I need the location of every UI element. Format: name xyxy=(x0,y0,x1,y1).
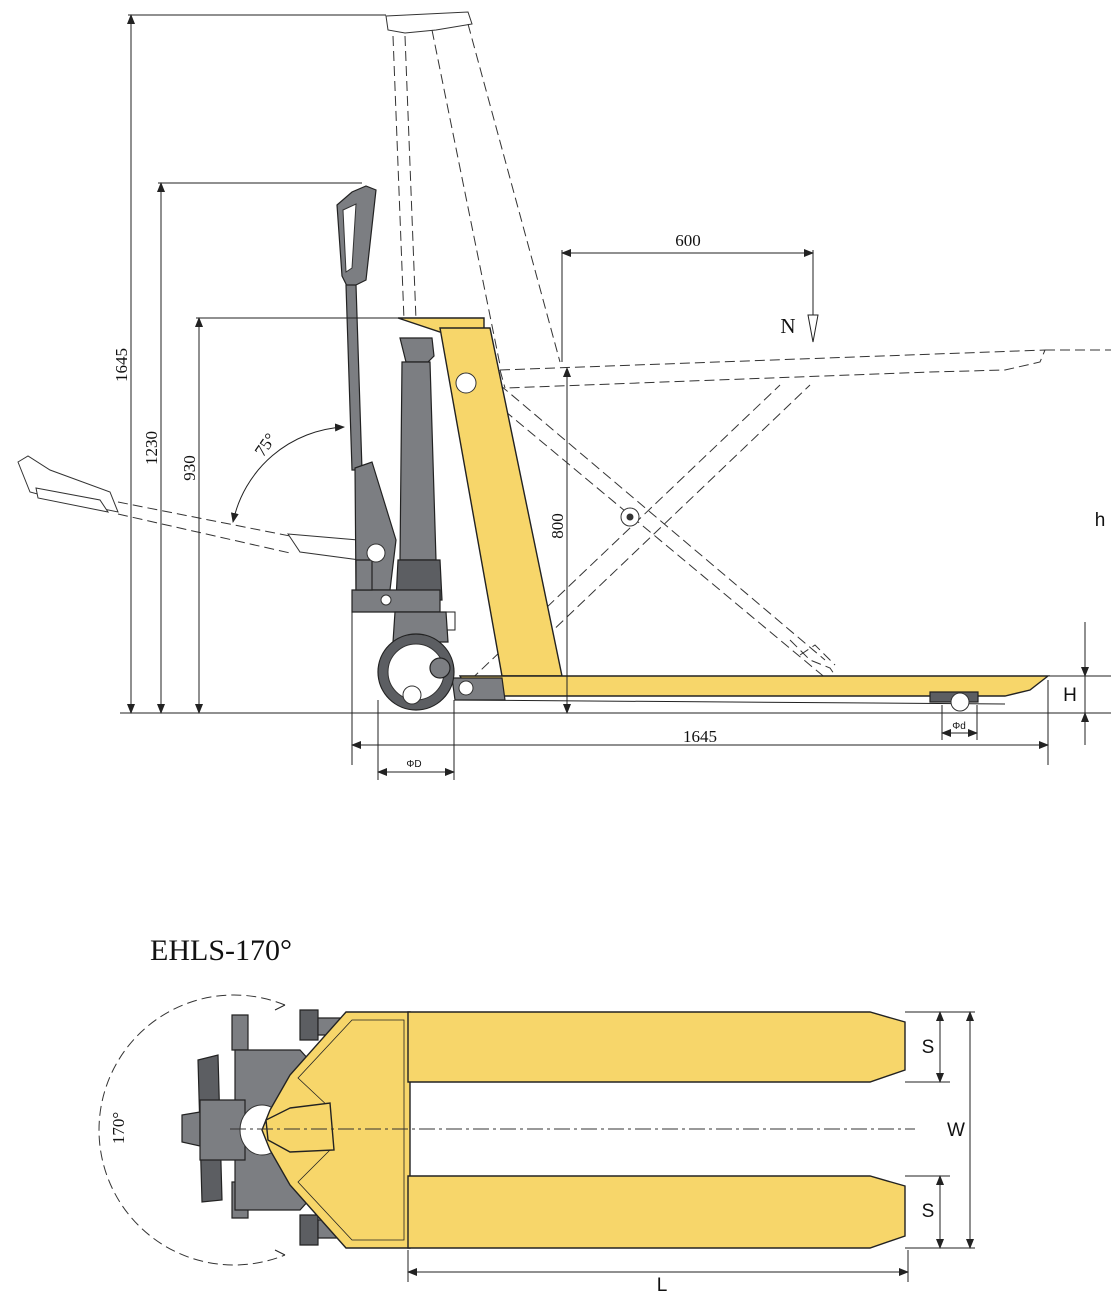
fork-length-symbol: L xyxy=(657,1275,668,1292)
steering-arc xyxy=(98,994,286,1266)
upper-fork xyxy=(407,1011,906,1083)
raised-handle-ghost xyxy=(385,11,561,366)
overall-length-dimension xyxy=(351,605,1049,780)
height-dimensions xyxy=(127,14,571,714)
tiller-height-label: 930 xyxy=(180,455,199,481)
overall-height-label: 1645 xyxy=(112,348,131,382)
handle-grip xyxy=(336,185,377,289)
side-view: 1645 1230 930 800 75° 600 N h H xyxy=(17,11,1111,780)
top-chassis xyxy=(230,1011,915,1249)
handle-height-label: 1230 xyxy=(142,431,161,465)
pump-assembly xyxy=(336,185,456,711)
truck-frame xyxy=(397,317,1051,712)
top-view: EHLS-170° 170° xyxy=(98,934,975,1292)
lower-fork xyxy=(407,1175,906,1249)
lower-fork-width-symbol: S xyxy=(922,1201,935,1222)
lift-height-symbol: h xyxy=(1095,510,1106,531)
width-dimensions xyxy=(407,1011,975,1282)
load-center-dimension xyxy=(561,249,819,362)
load-center-label: 600 xyxy=(675,231,701,250)
model-title: EHLS-170° xyxy=(150,934,292,967)
handle-angle-arc xyxy=(230,423,345,523)
handle-angle-label: 75° xyxy=(251,430,280,460)
steering-angle-label: 170° xyxy=(109,1112,128,1144)
drive-wheel-diameter-label: ΦD xyxy=(406,759,421,770)
upper-fork-width-symbol: S xyxy=(922,1037,935,1058)
overall-width-symbol: W xyxy=(947,1120,965,1141)
overall-length-label: 1645 xyxy=(683,727,717,746)
load-wheel-diameter-label: Φd xyxy=(952,721,966,732)
scissor-pivot-center xyxy=(626,513,634,521)
lowered-height-symbol: H xyxy=(1063,685,1077,706)
lowered-handle-ghost xyxy=(17,455,361,561)
lowered-height-dimension xyxy=(1048,622,1111,745)
load-symbol-label: N xyxy=(780,314,795,338)
lift-height-label: 800 xyxy=(548,513,567,539)
